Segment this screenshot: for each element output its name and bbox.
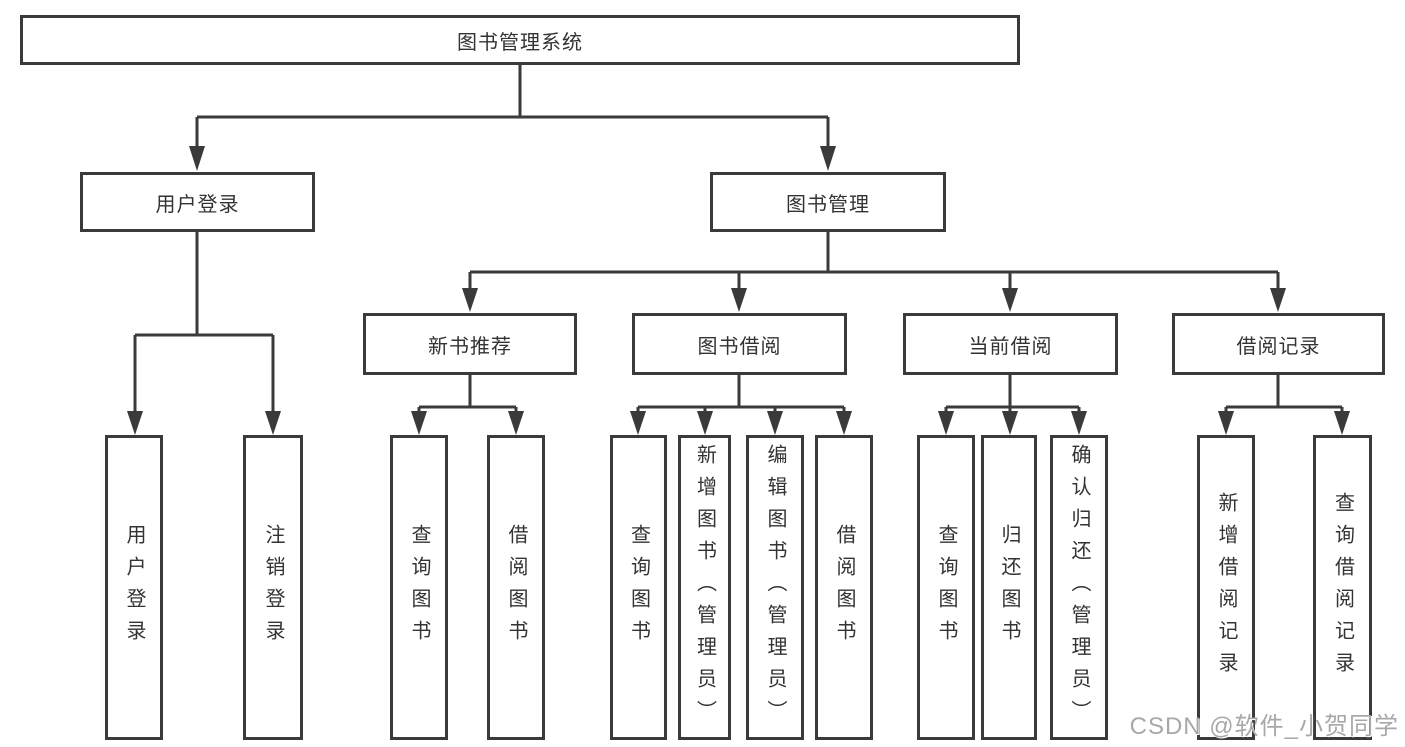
leaf-add-books-admin: 新增图书（管理员） [678,435,731,740]
leaf-label: 用户登录 [123,523,145,652]
node-label: 新书推荐 [428,335,512,358]
leaf-borrow-books: 借阅图书 [815,435,873,740]
leaf-borrow-books-recommend: 借阅图书 [487,435,545,740]
connector-paths [133,65,1344,414]
csdn-watermark: CSDN @软件_小贺同学 [1129,713,1399,740]
leaf-query-books-current: 查询图书 [917,435,975,740]
leaf-label: 注销登录 [262,523,284,652]
leaf-label: 新增借阅记录 [1215,491,1237,684]
node-label: 借阅记录 [1236,335,1321,358]
leaf-label: 编辑图书（管理员） [764,443,786,732]
node-label: 图书管理 [786,193,870,216]
leaf-user-login: 用户登录 [105,435,163,740]
leaf-label: 查询图书 [935,523,957,652]
arrowheads [127,146,1350,435]
node-label: 用户登录 [155,193,240,216]
node-current-borrowing: 当前借阅 [903,313,1118,375]
node-root-system: 图书管理系统 [20,15,1020,65]
leaf-label: 查询图书 [627,523,650,652]
node-new-book-recommendation: 新书推荐 [363,313,577,375]
leaf-label: 借阅图书 [833,523,855,652]
node-user-login: 用户登录 [80,172,315,232]
leaf-logout: 注销登录 [243,435,303,740]
leaf-query-borrow-record: 查询借阅记录 [1313,435,1372,740]
leaf-label: 查询图书 [408,523,430,652]
leaf-add-borrow-record: 新增借阅记录 [1197,435,1255,740]
leaf-return-books: 归还图书 [981,435,1037,740]
node-label: 当前借阅 [968,335,1053,358]
leaf-label: 查询借阅记录 [1331,491,1354,684]
leaf-label: 确认归还（管理员） [1068,443,1090,732]
node-label: 图书管理系统 [457,31,583,54]
leaf-label: 新增图书（管理员） [693,443,716,732]
leaf-query-books-borrow: 查询图书 [610,435,667,740]
node-book-borrowing: 图书借阅 [632,313,847,375]
leaf-confirm-return-admin: 确认归还（管理员） [1050,435,1108,740]
leaf-query-books-recommend: 查询图书 [390,435,448,740]
leaf-label: 归还图书 [998,523,1020,652]
leaf-label: 借阅图书 [505,523,527,652]
node-borrowing-records: 借阅记录 [1172,313,1385,375]
leaf-edit-books-admin: 编辑图书（管理员） [746,435,804,740]
node-label: 图书借阅 [697,335,782,358]
node-book-management: 图书管理 [710,172,946,232]
